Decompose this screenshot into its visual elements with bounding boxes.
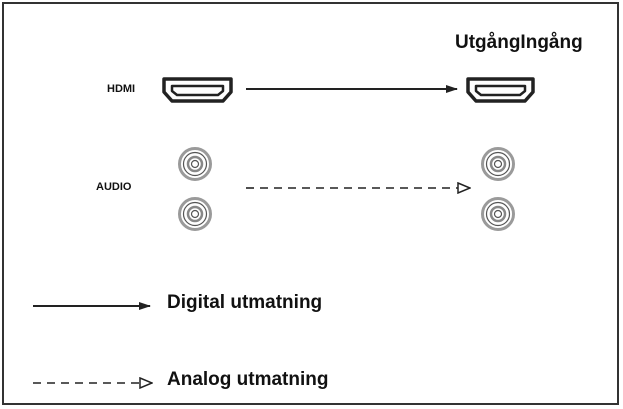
- hdmi-port-icon: [466, 77, 535, 103]
- rca-jack-icon: [178, 147, 212, 181]
- rca-jack-icon: [481, 147, 515, 181]
- rca-jack-icon: [481, 197, 515, 231]
- diagram-frame: [2, 2, 619, 405]
- hdmi-label: HDMI: [107, 83, 136, 95]
- audio-label: AUDIO: [96, 181, 132, 193]
- rca-jack-icon: [178, 197, 212, 231]
- legend-analog-label: Analog utmatning: [167, 369, 329, 390]
- output-input-heading: UtgångIngång: [455, 32, 583, 53]
- legend-digital-label: Digital utmatning: [167, 292, 323, 313]
- hdmi-port-icon: [162, 77, 233, 103]
